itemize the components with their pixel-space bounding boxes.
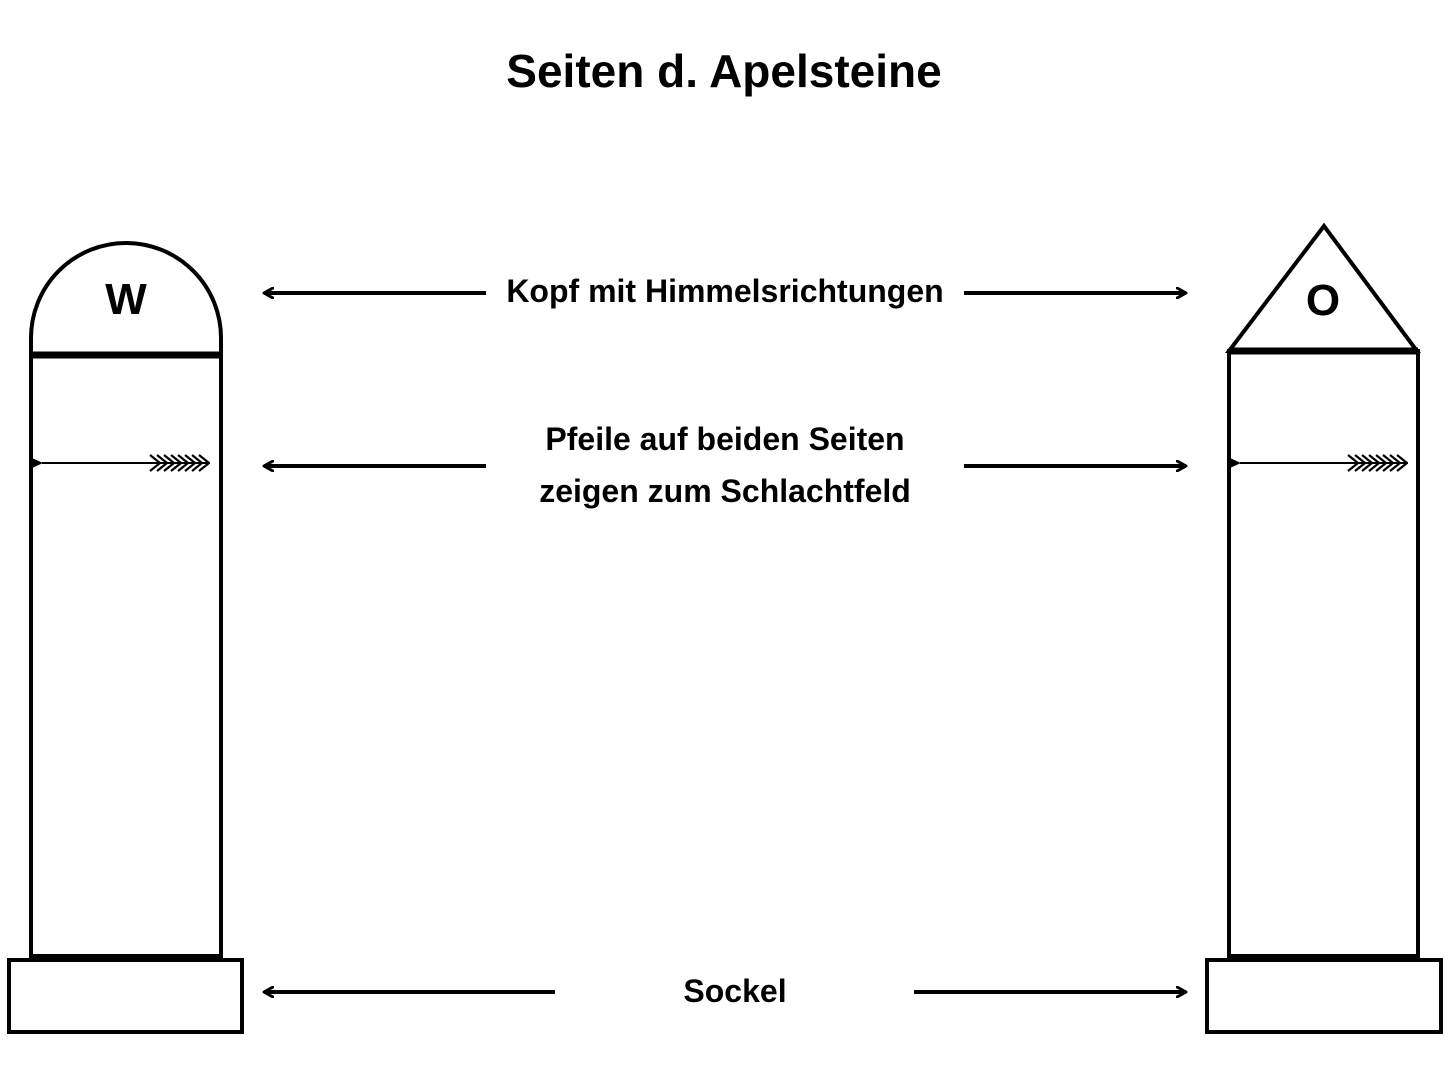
page-title: Seiten d. Apelsteine	[506, 45, 941, 97]
west-stone-base	[7, 958, 244, 1034]
west-carved-arrow-icon	[32, 454, 210, 472]
east-carved-arrow-icon	[1230, 454, 1408, 472]
label-head: Kopf mit Himmelsrichtungen	[506, 273, 943, 309]
west-stone-head	[29, 241, 223, 355]
east-stone: O	[1205, 222, 1443, 1034]
label-base: Sockel	[683, 973, 786, 1009]
label-arrows-line2: zeigen zum Schlachtfeld	[539, 473, 911, 509]
east-direction-letter: O	[1306, 276, 1340, 325]
label-arrows-line1: Pfeile auf beiden Seiten	[545, 421, 904, 457]
west-stone: W	[7, 241, 244, 1034]
west-direction-letter: W	[105, 275, 147, 324]
east-stone-shaft	[1227, 349, 1420, 959]
west-stone-shaft	[29, 353, 223, 959]
east-stone-base	[1205, 958, 1443, 1034]
